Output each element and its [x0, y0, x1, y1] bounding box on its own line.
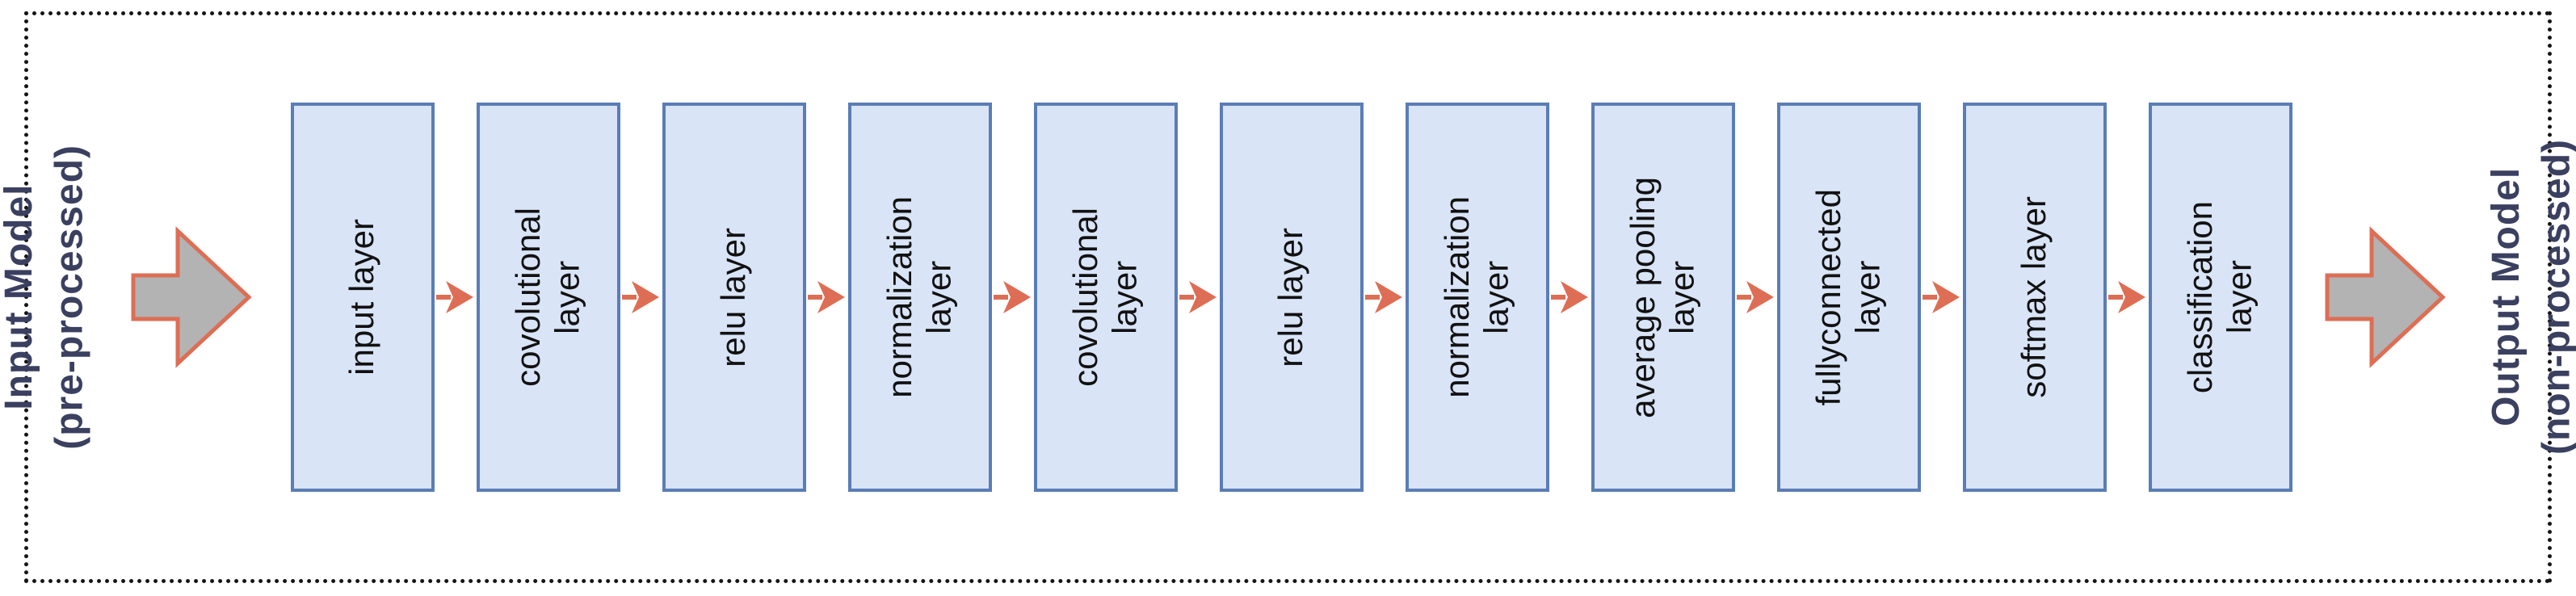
layer-label: classification layer: [2181, 200, 2259, 394]
dart-arrow-right-icon: [1736, 281, 1774, 313]
layer-box: average pooling layer: [1591, 103, 1735, 492]
input-block-arrow-icon: [131, 226, 252, 368]
input-model-label: Input Model (pre-processed): [0, 145, 91, 450]
layer-label: average pooling layer: [1624, 176, 1701, 418]
dart-arrow-right-icon: [1550, 281, 1588, 313]
layer-box: fullyconnected layer: [1776, 103, 1921, 492]
layer-label: normalization layer: [880, 196, 958, 398]
dart-arrow-right-icon: [1364, 281, 1402, 313]
flow-arrow-separator: [992, 279, 1034, 315]
layer-box: normalization layer: [847, 103, 992, 492]
layer-box: relu layer: [662, 103, 806, 492]
layer-label: covolutional layer: [509, 208, 586, 387]
flow-arrow-separator: [1549, 279, 1591, 315]
layer-box: classification layer: [2148, 103, 2292, 492]
layer-label: covolutional layer: [1066, 208, 1144, 387]
dart-arrow-right-icon: [807, 281, 845, 313]
layer-label: input layer: [342, 219, 381, 376]
layer-sequence: input layer covolutional layer relu laye…: [290, 103, 2292, 492]
layer-box: relu layer: [1219, 103, 1364, 492]
dart-arrow-right-icon: [1179, 281, 1217, 313]
flow-arrow-separator: [806, 279, 848, 315]
layer-label: normalization layer: [1438, 196, 1515, 398]
output-model-label: Output Model (non-processed): [2484, 139, 2576, 455]
flow-arrow-separator: [435, 279, 477, 315]
dart-arrow-right-icon: [2107, 281, 2145, 313]
flow-arrow-separator: [1921, 279, 1963, 315]
pipeline-flow: Input Model (pre-processed) input layer …: [0, 15, 2576, 579]
flow-arrow-separator: [1735, 279, 1777, 315]
layer-box: covolutional layer: [476, 103, 620, 492]
layer-box: covolutional layer: [1033, 103, 1178, 492]
diagram-frame: Input Model (pre-processed) input layer …: [0, 11, 2576, 583]
dart-arrow-right-icon: [993, 281, 1031, 313]
flow-arrow-separator: [620, 279, 662, 315]
output-block-arrow-icon: [2325, 226, 2446, 368]
flow-arrow-separator: [1364, 279, 1406, 315]
layer-box: input layer: [290, 103, 435, 492]
flow-arrow-separator: [2107, 279, 2149, 315]
dart-arrow-right-icon: [1922, 281, 1960, 313]
layer-label: relu layer: [714, 227, 753, 367]
flow-arrow-separator: [1178, 279, 1220, 315]
layer-label: fullyconnected layer: [1809, 188, 1887, 406]
layer-label: softmax layer: [2015, 196, 2053, 398]
layer-box: softmax layer: [1962, 103, 2107, 492]
dart-arrow-right-icon: [435, 281, 473, 313]
dart-arrow-right-icon: [621, 281, 659, 313]
layer-box: normalization layer: [1405, 103, 1549, 492]
layer-label: relu layer: [1271, 227, 1310, 367]
